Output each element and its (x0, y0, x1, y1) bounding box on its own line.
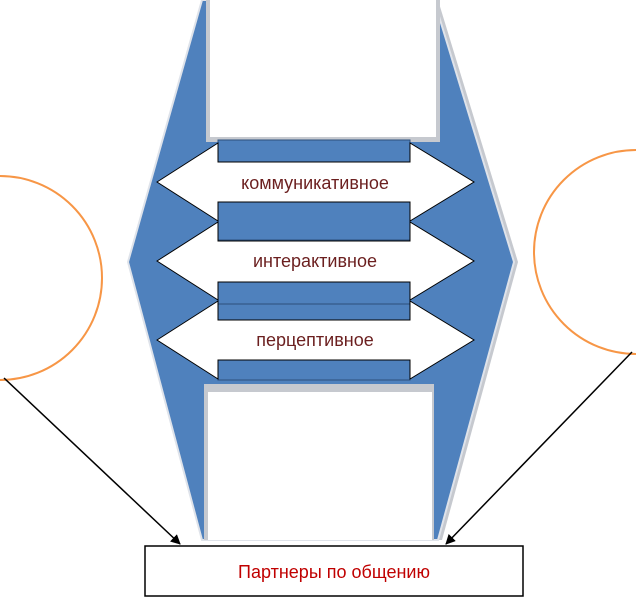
double-arrow-perceptive (156, 300, 475, 380)
partner-circle-left (0, 175, 103, 381)
arrow-label-communicative: коммуникативное (241, 173, 389, 193)
top-panel (210, 0, 436, 137)
partners-label: Партнеры по общению (238, 562, 430, 582)
blue-bar-4 (217, 357, 411, 381)
blue-bar-1 (217, 139, 411, 163)
double-arrow-interactive (156, 221, 475, 301)
double-arrow-communicative (156, 142, 475, 222)
connector-arrow-left (3, 377, 181, 545)
arrow-label-perceptive: перцептивное (256, 330, 373, 350)
blue-bar-2 (217, 201, 411, 241)
blue-bar-3 (217, 281, 411, 305)
partner-circle-right (533, 149, 636, 355)
partners-box (144, 545, 524, 597)
connector-arrow-right (445, 351, 633, 545)
arrow-label-interactive: интерактивное (253, 251, 377, 271)
bottom-panel (208, 392, 432, 540)
